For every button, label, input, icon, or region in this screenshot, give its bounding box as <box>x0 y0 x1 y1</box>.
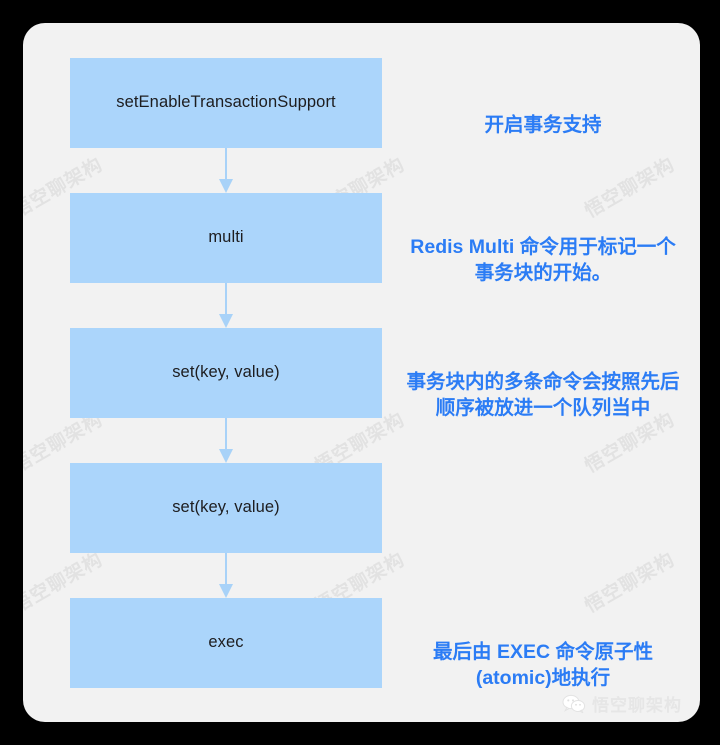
annotation-text: Redis Multi 命令用于标记一个事务块的开始。 <box>410 235 676 284</box>
annotation-3: 事务块内的多条命令会按照先后顺序被放进一个队列当中 <box>395 328 691 463</box>
flow-node-multi[interactable]: multi <box>70 193 382 283</box>
annotation-5: 最后由 EXEC 命令原子性(atomic)地执行 <box>395 598 691 722</box>
flow-node-setenabletransactionsupport[interactable]: setEnableTransactionSupport <box>70 58 382 148</box>
flow-connector <box>70 418 382 463</box>
arrow-stem-icon <box>225 283 227 316</box>
flow-node-label: multi <box>208 228 244 247</box>
flow-node-label: setEnableTransactionSupport <box>116 93 336 112</box>
flow-node-label: set(key, value) <box>172 498 280 517</box>
flowchart: setEnableTransactionSupport multi set(ke… <box>70 58 382 688</box>
annotation-4 <box>395 463 691 598</box>
annotation-1: 开启事务支持 <box>395 58 691 193</box>
diagram-card: 悟空聊架构 悟空聊架构 悟空聊架构 悟空聊架构 悟空聊架构 悟空聊架构 悟空聊架… <box>23 23 700 722</box>
flow-node-exec[interactable]: exec <box>70 598 382 688</box>
down-arrow-icon <box>219 179 233 193</box>
arrow-stem-icon <box>225 418 227 451</box>
arrow-stem-icon <box>225 553 227 586</box>
flow-node-label: exec <box>208 633 244 652</box>
annotation-column: 开启事务支持 Redis Multi 命令用于标记一个事务块的开始。 事务块内的… <box>395 58 691 722</box>
brand-name: 悟空聊架构 <box>592 696 682 715</box>
flow-node-label: set(key, value) <box>172 363 280 382</box>
arrow-stem-icon <box>225 148 227 181</box>
flow-connector <box>70 283 382 328</box>
down-arrow-icon <box>219 314 233 328</box>
flow-connector <box>70 148 382 193</box>
flow-node-set-1[interactable]: set(key, value) <box>70 328 382 418</box>
down-arrow-icon <box>219 449 233 463</box>
annotation-2: Redis Multi 命令用于标记一个事务块的开始。 <box>395 193 691 328</box>
annotation-text: 最后由 EXEC 命令原子性(atomic)地执行 <box>433 640 653 689</box>
flow-node-set-2[interactable]: set(key, value) <box>70 463 382 553</box>
annotation-text: 开启事务支持 <box>484 113 602 136</box>
brand-signature: 悟空聊架构 <box>562 691 682 716</box>
wechat-icon <box>562 694 586 713</box>
flow-connector <box>70 553 382 598</box>
annotation-text: 事务块内的多条命令会按照先后顺序被放进一个队列当中 <box>406 370 680 419</box>
down-arrow-icon <box>219 584 233 598</box>
